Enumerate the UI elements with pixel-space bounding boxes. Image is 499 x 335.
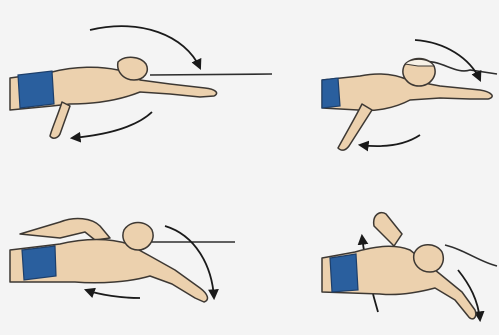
swimmer-trunks	[322, 78, 340, 108]
swimmer-head	[123, 223, 153, 251]
swimmer-head	[414, 245, 444, 272]
swimmer-trunks	[22, 246, 56, 280]
swimmer-trunks	[330, 254, 358, 292]
water-surface-line	[150, 74, 272, 75]
swimmer-trunks	[18, 71, 54, 108]
